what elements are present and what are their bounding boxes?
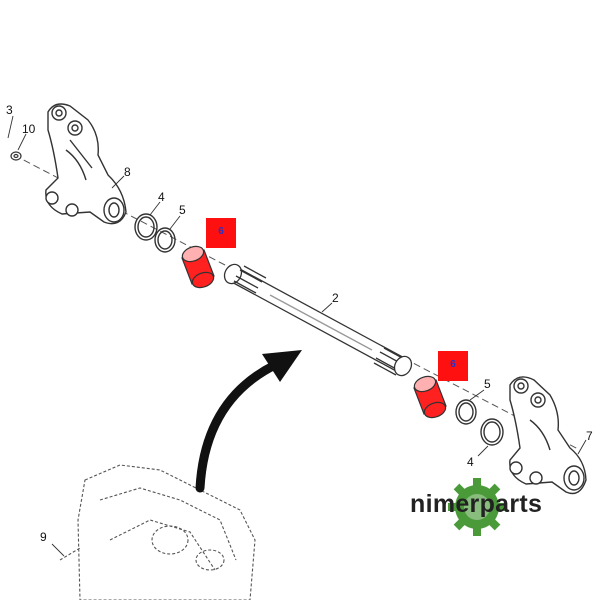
right-snap-ring-part-4 (480, 418, 504, 446)
axle-housing-part-9 (59, 464, 256, 600)
left-washer-part-5 (154, 227, 176, 253)
part-6-highlight-left: 6 (206, 218, 236, 248)
callout-label-5-right: 5 (484, 377, 491, 391)
callout-label-9: 9 (40, 530, 47, 544)
callout-label-8: 8 (124, 165, 131, 179)
gear-logo-icon (448, 478, 506, 536)
leader-lines (7, 115, 587, 557)
left-bushing-part-6 (181, 245, 215, 289)
callout-label-5-left: 5 (179, 203, 186, 217)
part-6-highlight-right: 6 (438, 351, 468, 381)
left-bracket-part (45, 103, 127, 225)
installation-arrow (195, 350, 302, 493)
callout-label-4-left: 4 (158, 190, 165, 204)
callout-label-6-right: 6 (450, 359, 456, 370)
callout-label-3: 3 (6, 103, 13, 117)
washer-part-10 (10, 151, 22, 161)
right-bushing-part-6 (413, 375, 447, 419)
splined-shaft-part-2 (223, 263, 413, 377)
callout-label-2: 2 (332, 291, 339, 305)
right-washer-part-5 (455, 399, 477, 425)
callout-label-7: 7 (586, 429, 593, 443)
brand-watermark-text: nimerparts (410, 490, 543, 518)
callout-label-4-right: 4 (467, 455, 474, 469)
callout-label-10: 10 (22, 122, 36, 136)
left-snap-ring-part-4 (134, 213, 158, 241)
right-bracket-part (509, 376, 587, 495)
callout-label-6-left: 6 (218, 226, 224, 237)
